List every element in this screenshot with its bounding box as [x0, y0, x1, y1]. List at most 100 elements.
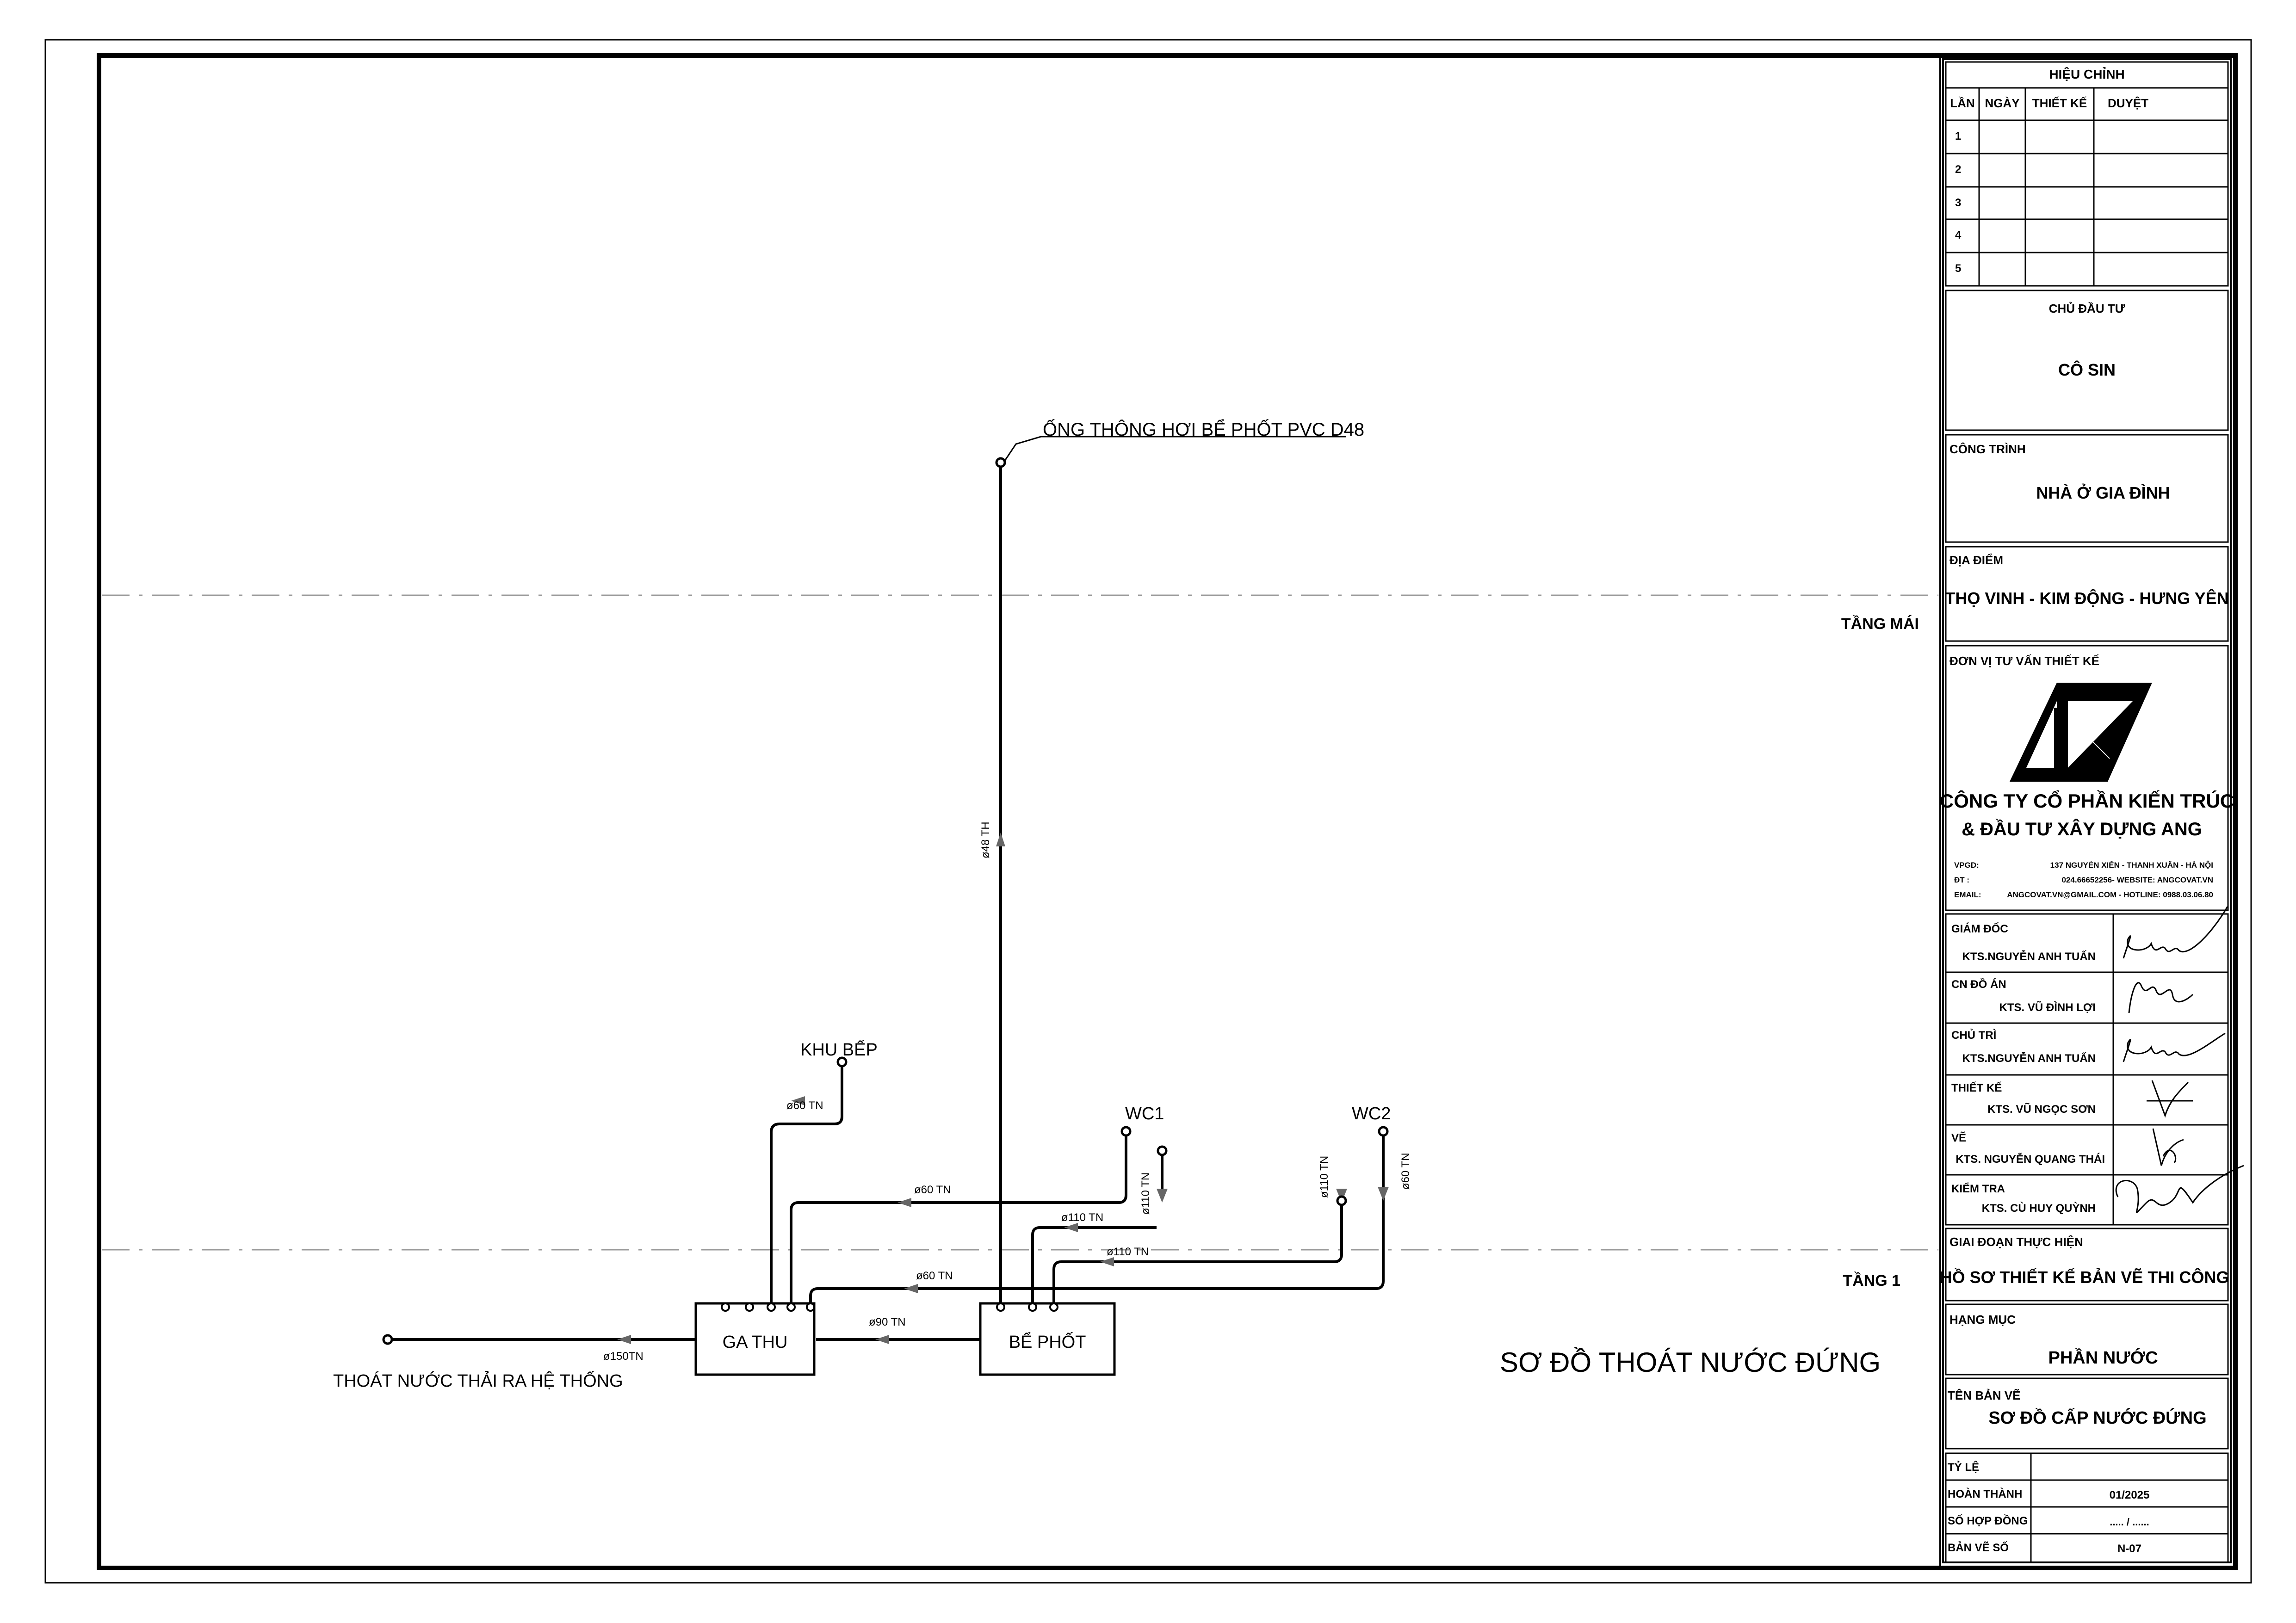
- vent-arrow: [996, 833, 1005, 846]
- signature-3: [2123, 1032, 2226, 1062]
- category-value: PHẦN NƯỚC: [2048, 1347, 2158, 1368]
- revision-row-1: 1: [1955, 130, 1961, 142]
- pipe-wc1-60-label: ø60 TN: [914, 1184, 951, 1196]
- wc2-node: [1336, 1195, 1347, 1206]
- phase-box: [1945, 1228, 2229, 1302]
- wc2-label: WC2: [1352, 1104, 1391, 1123]
- wc1-pipe-110: [1031, 1226, 1157, 1303]
- signature-6: [2115, 1165, 2244, 1213]
- revision-row-2: 2: [1955, 163, 1961, 176]
- signature-role-6: KIỂM TRA: [1951, 1182, 2005, 1195]
- investor-box: [1945, 290, 2229, 431]
- consultant-company-line1: CÔNG TY CỔ PHẦN KIẾN TRÚC: [1940, 789, 2234, 812]
- pipe-150-arrow: [617, 1335, 631, 1344]
- company-logo: [2010, 683, 2152, 782]
- signature-name-5: KTS. NGUYỄN QUANG THÁI: [1956, 1152, 2105, 1166]
- signature-marks: [2115, 906, 2244, 1213]
- ga-thu-label: GA THU: [723, 1333, 788, 1352]
- wc1-node-2: [1157, 1145, 1168, 1156]
- signature-name-2: KTS. VŨ ĐÌNH LỢI: [1999, 1001, 2096, 1014]
- drawing-name-value: SƠ ĐỒ CẤP NƯỚC ĐỨNG: [1988, 1407, 2206, 1428]
- wc1-node: [1120, 1126, 1132, 1137]
- ga-thu-inlet-5: [806, 1302, 815, 1312]
- contact-value-1: 137 NGUYỄN XIỂN - THANH XUÂN - HÀ NỘI: [2050, 861, 2213, 870]
- wc2-60h-arrow: [904, 1284, 918, 1293]
- contact-value-2: 024.66652256- WEBSITE: ANGCOVAT.VN: [2061, 876, 2213, 884]
- contact-label-2: ĐT :: [1954, 876, 1969, 884]
- wc1-label: WC1: [1125, 1104, 1164, 1123]
- inner-border: [97, 53, 2238, 1570]
- signature-role-1: GIÁM ĐỐC: [1951, 922, 2008, 935]
- pipe-kitchen-label: ø60 TN: [786, 1099, 823, 1112]
- signature-name-6: KTS. CÙ HUY QUỲNH: [1982, 1202, 2096, 1215]
- outer-border: [44, 39, 2252, 1584]
- pipe-wc2-60-v-label: ø60 TN: [1399, 1153, 1412, 1190]
- revision-row-3: 3: [1955, 197, 1961, 209]
- revision-row-4: 4: [1955, 229, 1962, 241]
- info-label-contract: SỐ HỢP ĐỒNG: [1948, 1514, 2028, 1527]
- investor-value: CÔ SIN: [2058, 360, 2116, 379]
- consultant-label: ĐƠN VỊ TƯ VẤN THIẾT KẾ: [1949, 654, 2099, 668]
- pipe-wc1-110-h-label: ø110 TN: [1061, 1211, 1103, 1224]
- ga-thu-box: [694, 1302, 816, 1376]
- contact-label-1: VPGD:: [1954, 861, 1979, 870]
- signature-2: [2128, 982, 2194, 1013]
- signature-name-4: KTS. VŨ NGỌC SƠN: [1987, 1103, 2096, 1116]
- consultant-box: [1945, 645, 2229, 911]
- revision-table: [1945, 61, 2229, 287]
- vent-leader: [1004, 436, 1346, 461]
- signature-name-3: KTS.NGUYỄN ANH TUẤN: [1962, 1051, 2096, 1065]
- signature-role-3: CHỦ TRÌ: [1951, 1028, 1996, 1042]
- level-roof-label: TẦNG MÁI: [1841, 615, 1919, 633]
- outlet-node: [382, 1334, 393, 1345]
- revision-header-duyet: DUYỆT: [2108, 96, 2148, 110]
- info-label-drawing-no: BẢN VẼ SỐ: [1948, 1541, 2009, 1554]
- pipe-wc2-60-h-label: ø60 TN: [916, 1270, 953, 1282]
- signature-name-1: KTS.NGUYỄN ANH TUẤN: [1962, 950, 2096, 963]
- be-phot-inlet-2: [1028, 1302, 1037, 1312]
- vent-label: ỐNG THÔNG HƠI BỂ PHỐT PVC D48: [1043, 418, 1364, 440]
- signature-role-2: CN ĐỒ ÁN: [1951, 978, 2006, 991]
- ga-thu-inlet-1: [721, 1302, 730, 1312]
- signature-table: [1945, 913, 2229, 1226]
- wc2-110-arrow: [1100, 1257, 1114, 1266]
- project-value: NHÀ Ở GIA ĐÌNH: [2036, 483, 2170, 502]
- vent-node: [995, 457, 1006, 468]
- be-phot-inlet-1: [996, 1302, 1005, 1312]
- revision-header-thietke: THIẾT KẾ: [2032, 96, 2087, 110]
- contact-label-3: EMAIL:: [1954, 890, 1981, 899]
- ga-thu-inlet-3: [767, 1302, 776, 1312]
- location-box: [1945, 546, 2229, 642]
- info-label-scale: TỶ LỆ: [1948, 1460, 1979, 1474]
- ga-thu-inlet-4: [786, 1302, 796, 1312]
- wc2-60-arrow: [1378, 1187, 1389, 1201]
- category-label: HẠNG MỤC: [1949, 1313, 2016, 1327]
- kitchen-arrow: [791, 1096, 805, 1105]
- be-phot-label: BỂ PHỐT: [1009, 1331, 1086, 1352]
- consultant-company-line2: & ĐẦU TƯ XÂY DỰNG ANG: [1962, 818, 2202, 839]
- level-1-label: TẦNG 1: [1843, 1272, 1900, 1290]
- pipe-150-label: ø150TN: [603, 1350, 644, 1363]
- phase-value: HỒ SƠ THIẾT KẾ BẢN VẼ THI CÔNG: [1940, 1267, 2229, 1287]
- project-box: [1945, 434, 2229, 543]
- info-value-contract: ..... / ......: [2110, 1516, 2149, 1528]
- wc1-60-arrow: [897, 1198, 911, 1207]
- pipe-90-arrow: [875, 1335, 889, 1344]
- be-phot-box: [979, 1302, 1116, 1376]
- location-label: ĐỊA ĐIỂM: [1949, 553, 2003, 567]
- revision-title: HIỆU CHỈNH: [2049, 67, 2124, 81]
- pipe-wc2-110-h-label: ø110 TN: [1107, 1246, 1149, 1258]
- info-table: [1945, 1452, 2229, 1563]
- wc1-110-arrow: [1064, 1223, 1078, 1232]
- ga-thu-inlet-2: [745, 1302, 754, 1312]
- wc2-node-2: [1378, 1126, 1389, 1137]
- info-value-completed: 01/2025: [2110, 1489, 2150, 1501]
- kitchen-pipe: [770, 1062, 843, 1303]
- diagram-title: SƠ ĐỒ THOÁT NƯỚC ĐỨNG: [1500, 1347, 1881, 1378]
- pipe-wc2-110-v-label: ø110 TN: [1318, 1156, 1331, 1198]
- wc1-down-arrow: [1157, 1189, 1168, 1203]
- kitchen-node: [836, 1056, 848, 1068]
- category-box: [1945, 1303, 2229, 1376]
- signature-1: [2123, 906, 2228, 959]
